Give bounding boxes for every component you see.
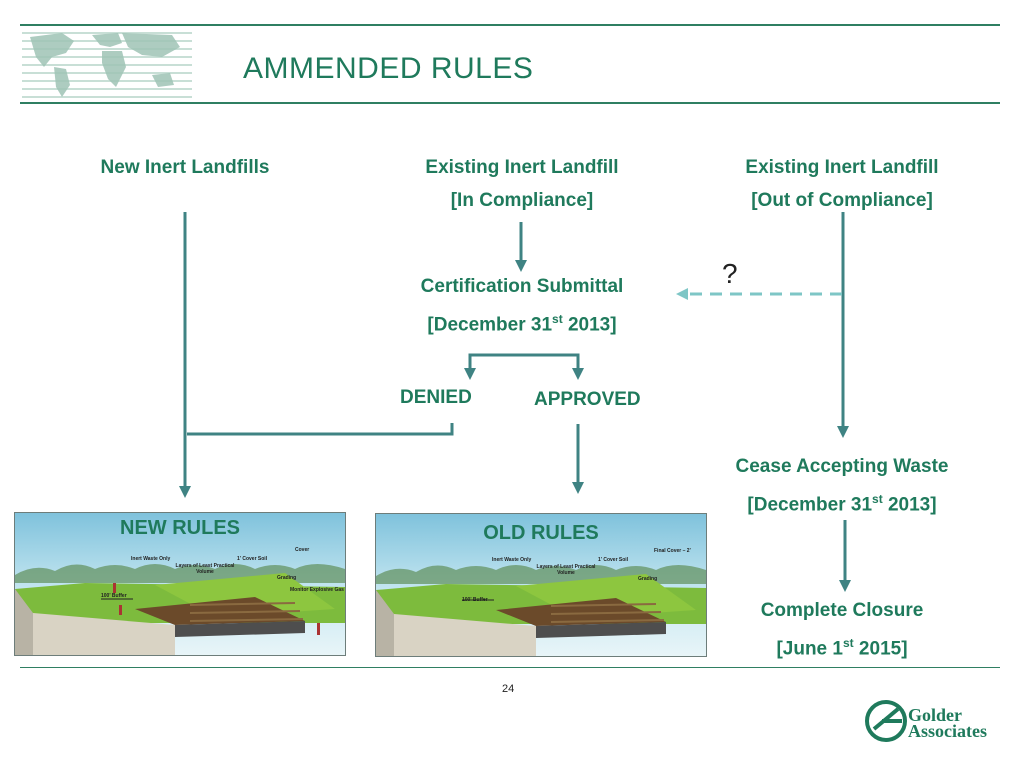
cease-date-sup: st [872,492,883,506]
header-top-rule [20,24,1000,26]
new-rules-landfill-illustration [15,564,345,655]
cease-date-pre: [December 31 [747,494,873,516]
arrowhead-certification [515,260,527,272]
new-rules-label-inert: Inert Waste Only [131,556,171,562]
label-new-inert-landfills: New Inert Landfills [70,151,300,184]
arrowhead-old-rules [572,482,584,494]
cease-date-post: 2013] [882,494,937,516]
arrowhead-new-rules [179,486,191,498]
question-mark: ? [722,258,738,289]
old-rules-label-cover-soil: 1' Cover Soil [598,557,629,563]
certification-line1: Certification Submittal [420,276,624,297]
denied-label: DENIED [400,387,472,408]
world-map-icon [22,32,192,98]
logo-line1: Golder [908,705,962,725]
label-existing-out-compliance: Existing Inert Landfill [Out of Complian… [712,151,972,217]
old-rules-label-buffer: 100' Buffer [462,597,488,603]
certification-submittal: Certification Submittal [December 31st 2… [392,270,652,341]
new-rules-label-buffer: 100' Buffer [101,593,127,599]
label-new-inert-landfills-text: New Inert Landfills [100,157,270,178]
dashed-arrowhead [676,288,688,300]
closure-line2: [June 1st 2015] [712,627,972,665]
old-rules-panel: OLD RULES Final Cover – 2' Inert Waste O… [375,513,707,657]
new-rules-title: NEW RULES [120,517,240,539]
label-existing-in-compliance-line1: Existing Inert Landfill [425,157,619,178]
arrowhead-denied [464,368,476,380]
old-rules-label-grading: Grading [638,576,658,582]
old-rules-label-layers: Layers of Least Practical Volume [536,564,596,576]
certification-line2: [December 31st 2013] [392,303,652,341]
cease-line2: [December 31st 2013] [700,483,984,521]
approved-label: APPROVED [534,389,641,410]
footer-rule [20,667,1000,668]
closure-line1: Complete Closure [760,600,924,621]
new-rules-label-layers: Layers of Least Practical Volume [175,563,235,575]
new-rules-label-cover-soil: 1' Cover Soil [237,556,268,562]
denied-connector [187,423,454,436]
label-existing-in-compliance-line2: [In Compliance] [450,190,594,211]
split-connector [468,353,580,372]
closure-date-pre: [June 1 [776,638,843,660]
header-bottom-rule [20,102,1000,104]
cease-line1: Cease Accepting Waste [735,456,949,477]
golder-logo-icon [865,700,907,742]
label-existing-out-compliance-line2: [Out of Compliance] [751,190,933,211]
closure-date-post: 2015] [853,638,908,660]
new-rules-label-gas: Monitor Explosive Gas [290,587,344,593]
arrowhead-approved [572,368,584,380]
logo-line2: Associates [908,721,987,741]
complete-closure: Complete Closure [June 1st 2015] [712,594,972,665]
new-rules-panel: NEW RULES Cover Inert Waste Only 1' Cove… [14,512,346,656]
cease-accepting-waste: Cease Accepting Waste [December 31st 201… [700,450,984,521]
arrowhead-cease [837,426,849,438]
slide-title: AMMENDED RULES [243,52,534,85]
old-rules-landfill-illustration [376,565,706,656]
new-rules-label-grading: Grading [277,575,297,581]
label-existing-in-compliance: Existing Inert Landfill [In Compliance] [392,151,652,217]
closure-date-sup: st [842,636,854,650]
new-rules-label-cover: Cover [295,547,310,553]
certification-date-pre: [December 31 [427,314,553,336]
old-rules-label-final-cover: Final Cover – 2' [654,548,691,554]
golder-logo-text: Golder Associates [908,705,987,741]
page-number: 24 [502,683,515,695]
certification-date-sup: st [552,312,563,326]
arrowhead-closure [839,580,851,592]
old-rules-label-inert: Inert Waste Only [492,557,532,563]
old-rules-title: OLD RULES [483,522,599,544]
certification-date-post: 2013] [562,314,617,336]
label-existing-out-compliance-line1: Existing Inert Landfill [745,157,939,178]
